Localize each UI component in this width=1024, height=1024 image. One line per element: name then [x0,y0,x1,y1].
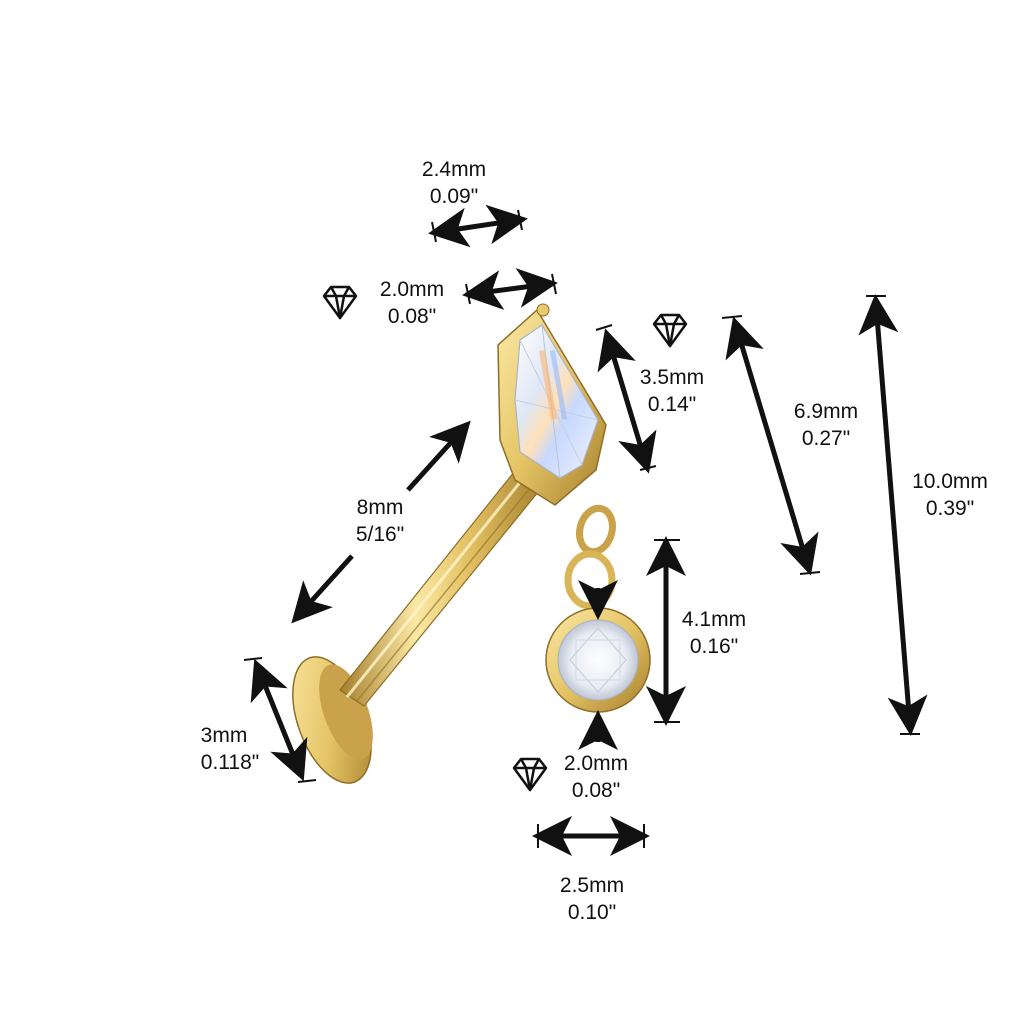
dim-line-top-gem-width [462,268,558,310]
label-top-gem-width-mm: 2.0mm [380,278,444,301]
kite-gem-setting [497,303,607,506]
dim-line-bar-length-upper [406,420,471,492]
diamond-outline-icon [652,313,688,348]
label-bar-length-inch: 5/16" [356,523,404,546]
label-bar-length-mm: 8mm [357,496,404,519]
diamond-outline-icon [322,285,358,320]
dimension-lines [243,204,928,856]
label-dangle-width-mm: 2.5mm [560,874,624,897]
label-top-width-mm: 2.4mm [422,158,486,181]
dim-line-top-gem-height [597,328,657,474]
label-total-length-mm: 10.0mm [912,470,988,493]
gem-marker-icons [322,285,688,792]
label-total-length-inch: 0.39" [926,497,974,520]
dim-line-bar-length-lower [291,554,354,624]
label-disc-back-mm: 3mm [201,724,248,747]
label-dangle-height-mm: 4.1mm [682,608,746,631]
label-top-gem-height-mm: 3.5mm [640,366,704,389]
diamond-outline-icon [512,757,548,792]
label-top-length-inch: 0.27" [802,427,850,450]
label-dangle-width-inch: 0.10" [568,901,616,924]
label-disc-back-inch: 0.118" [201,751,259,774]
dim-line-total-length [858,294,928,736]
label-dangle-gem-inch: 0.08" [572,779,620,802]
labret-stud-illustration [292,303,651,784]
dim-line-top-length [725,316,819,576]
kite-gem [514,324,599,479]
label-dangle-gem-mm: 2.0mm [564,752,628,775]
label-dangle-height-inch: 0.16" [690,635,738,658]
dim-line-disc-back [250,658,308,782]
label-top-width-inch: 0.09" [430,185,478,208]
label-top-length-mm: 6.9mm [794,400,858,423]
label-top-gem-width-inch: 0.08" [388,305,436,328]
dim-line-top-width [428,204,528,248]
bar-post [339,451,557,707]
label-top-gem-height-inch: 0.14" [648,393,696,416]
dimension-labels: 2.4mm 0.09" 2.0mm 0.08" 3.5mm 0.14" 6.9m… [201,158,988,924]
